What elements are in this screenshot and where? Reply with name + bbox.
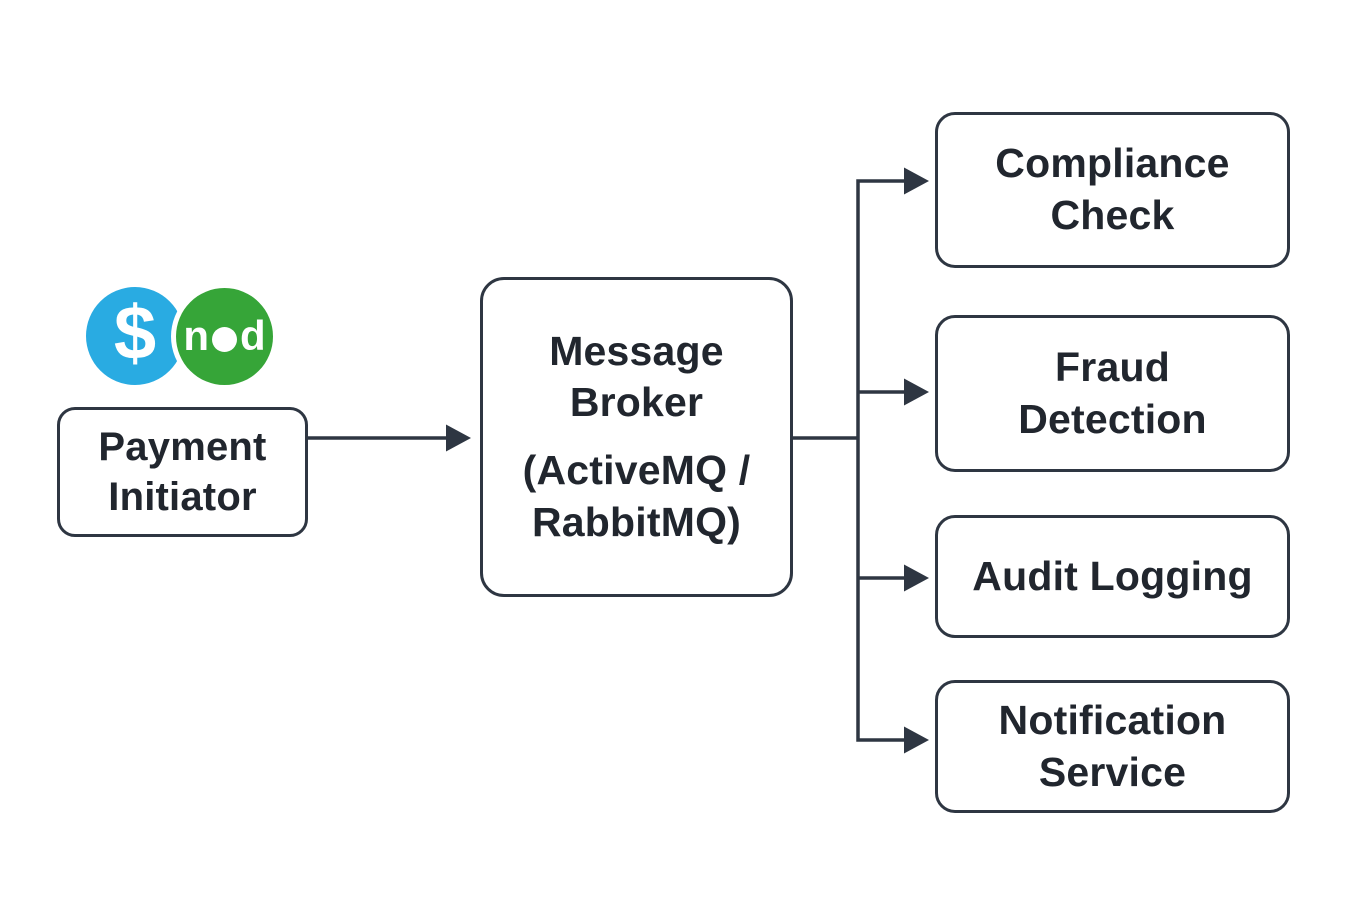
nod-logo-word: n d [183, 312, 266, 360]
edge-broker-to-fraud-arrowhead-icon [904, 378, 929, 406]
notification-service-label-line2: Service [1038, 748, 1187, 795]
payment-initiator-label-line1: Payment [98, 424, 267, 469]
compliance-check-label-line1: Compliance [995, 140, 1230, 187]
fraud-detection-label-line1: Fraud [1055, 343, 1170, 390]
dollar-logo-icon: $ [86, 287, 184, 385]
edge-broker-to-compliance-arrowhead-icon [904, 167, 929, 195]
edge-broker-to-notification-arrowhead-icon [904, 726, 929, 754]
payment-initiator-node: Payment Initiator [57, 407, 308, 537]
edge-broker-to-audit-arrowhead-icon [904, 564, 929, 592]
dollar-symbol: $ [113, 291, 157, 376]
message-broker-subtitle-line1: (ActiveMQ / [522, 447, 751, 493]
message-broker-node: Message Broker (ActiveMQ / RabbitMQ) [480, 277, 793, 597]
fanout-trunk-line [856, 179, 904, 742]
message-broker-subtitle-line2: RabbitMQ) [531, 498, 742, 545]
payment-initiator-label-line2: Initiator [108, 475, 257, 519]
message-broker-title-line1: Message [549, 327, 724, 374]
message-broker-title-line2: Broker [569, 379, 704, 426]
edge-payment-to-broker-arrowhead-icon [446, 424, 471, 452]
fraud-detection-label-line2: Detection [1018, 395, 1207, 442]
audit-logging-label: Audit Logging [972, 552, 1253, 599]
notification-service-label-line1: Notification [998, 696, 1227, 743]
nod-letter-d: d [240, 312, 266, 360]
notification-service-node: Notification Service [935, 680, 1290, 813]
audit-logging-node: Audit Logging [935, 515, 1290, 638]
compliance-check-node: Compliance Check [935, 112, 1290, 268]
fraud-detection-node: Fraud Detection [935, 315, 1290, 472]
compliance-check-label-line2: Check [1050, 192, 1175, 238]
nod-letter-o-disc-icon [212, 326, 237, 352]
nod-letter-n: n [183, 312, 209, 360]
nod-logo-icon: n d [176, 288, 273, 385]
